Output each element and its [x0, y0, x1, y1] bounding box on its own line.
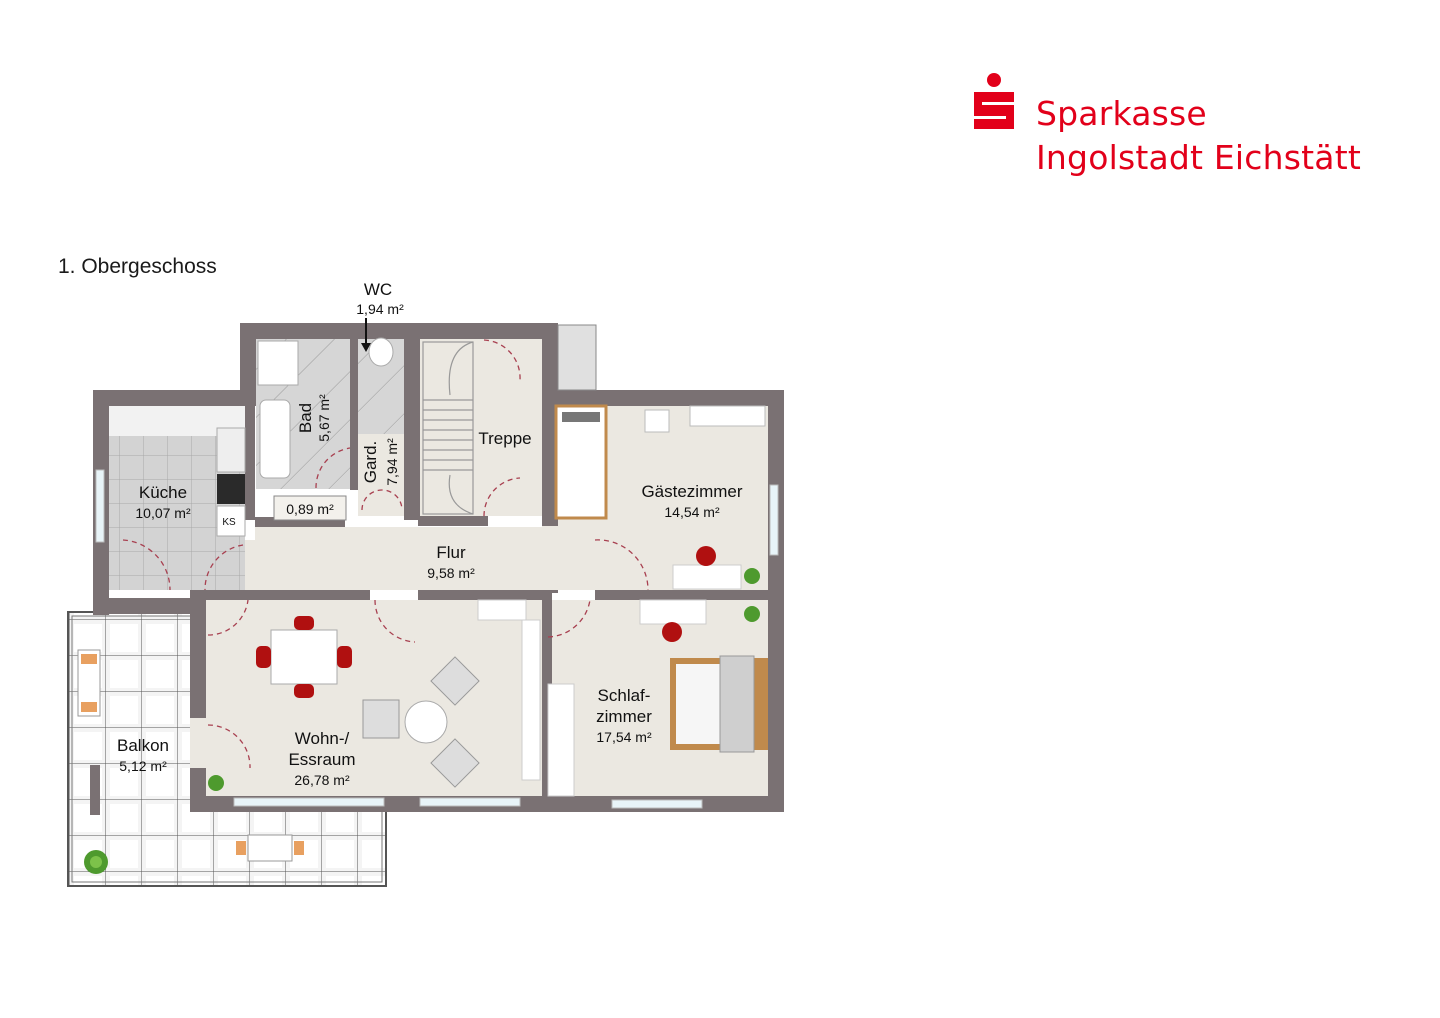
treppe-name: Treppe	[478, 429, 531, 448]
sparkasse-s-icon	[974, 73, 1014, 129]
room-wc: WC 1,94 m²	[356, 280, 404, 434]
flur-area: 9,58 m²	[427, 565, 475, 581]
room-wohn: Wohn-/ Essraum 26,78 m²	[190, 599, 542, 807]
bad-name: Bad	[296, 403, 315, 433]
gard-name: Gard.	[361, 441, 380, 484]
sparkasse-logo: Sparkasse Ingolstadt Eichstätt	[970, 72, 1390, 182]
wc-name: WC	[364, 280, 392, 299]
room-schlaf: Schlaf- zimmer 17,54 m²	[547, 599, 768, 809]
balcony-table	[236, 834, 304, 862]
gaeste-name: Gästezimmer	[641, 482, 742, 501]
room-bad: Bad 5,67 m²	[256, 339, 350, 489]
plant-icon	[84, 850, 108, 874]
wohn-area: 26,78 m²	[294, 772, 350, 788]
balkon-area: 5,12 m²	[119, 758, 167, 774]
floor-title: 1. Obergeschoss	[58, 255, 217, 278]
gaeste-area: 14,54 m²	[664, 504, 720, 520]
room-kueche: KS Küche 10,07 m²	[95, 406, 246, 590]
sun-lounger	[77, 649, 101, 717]
door-swings	[122, 339, 649, 769]
room-abstell: 0,89 m²	[273, 495, 347, 521]
schlaf-name-line-2: zimmer	[596, 707, 652, 726]
schlaf-name-line-1: Schlaf-	[598, 686, 651, 705]
balkon-name: Balkon	[117, 736, 169, 755]
kueche-name: Küche	[139, 483, 187, 502]
abstell-area: 0,89 m²	[286, 501, 334, 517]
brand-name: Sparkasse Ingolstadt Eichstätt	[1036, 92, 1361, 180]
room-gaeste: Gästezimmer 14,54 m²	[554, 404, 779, 590]
wohn-name-line-2: Essraum	[288, 750, 355, 769]
flur-name: Flur	[436, 543, 466, 562]
kueche-area: 10,07 m²	[135, 505, 191, 521]
room-gard: Gard. 7,94 m²	[358, 434, 404, 516]
dining-table	[256, 616, 352, 698]
bad-area: 5,67 m²	[316, 394, 332, 442]
brand-line-1: Sparkasse	[1036, 94, 1207, 133]
fridge-label: KS	[222, 517, 236, 528]
lounge-set	[362, 656, 480, 788]
staircase	[422, 341, 474, 515]
schlaf-area: 17,54 m²	[596, 729, 652, 745]
wohn-name-line-1: Wohn-/	[295, 729, 350, 748]
brand-line-2: Ingolstadt Eichstätt	[1036, 138, 1361, 177]
room-treppe: Treppe	[420, 324, 597, 516]
gard-area: 7,94 m²	[384, 438, 400, 486]
wc-area: 1,94 m²	[356, 301, 404, 317]
